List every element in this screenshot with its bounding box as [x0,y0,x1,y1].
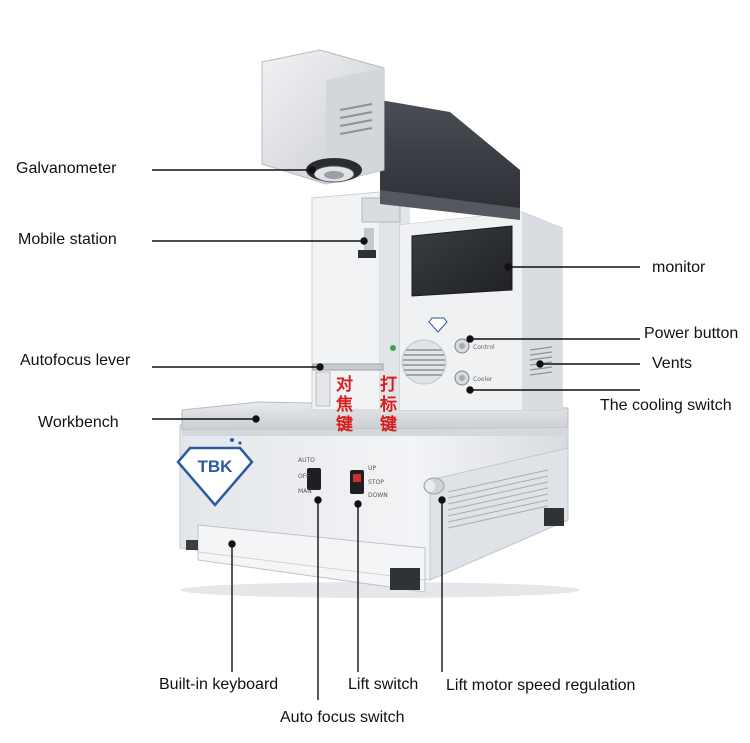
label-autofocus-lever: Autofocus lever [20,352,131,369]
svg-text:Cooler: Cooler [473,376,493,383]
svg-text:UP: UP [368,465,376,472]
svg-text:MAN: MAN [298,488,312,495]
label-lift-switch: Lift switch [348,676,419,693]
tbk-logo-text: TBK [198,457,234,476]
laser-arm [380,100,520,220]
label-monitor: monitor [652,259,706,276]
monitor-screen [411,225,513,297]
mark-button-text: 打 标 键 [380,374,397,435]
base-cabinet [179,424,569,593]
galvanometer-head [261,49,385,185]
svg-text:键: 键 [336,414,353,435]
svg-text:键: 键 [380,414,397,435]
lift-switch-body: UP STOP DOWN [350,465,388,499]
auto-focus-switch-body: AUTO OFF MAN [298,457,321,495]
floor-shadow [180,582,580,598]
svg-text:焦: 焦 [335,394,353,415]
svg-text:Control: Control [473,344,495,351]
label-power-button: Power button [644,325,739,342]
svg-text:STOP: STOP [368,479,384,486]
focus-button-text: 对 焦 键 [335,374,353,435]
speed-knob [423,477,445,495]
label-mobile-station: Mobile station [18,231,117,248]
svg-text:对: 对 [336,374,353,395]
leader-lines [152,166,640,700]
label-builtin-keyboard: Built-in keyboard [159,676,279,693]
label-auto-focus-switch: Auto focus switch [280,709,405,726]
svg-text:OFF: OFF [298,473,310,480]
label-workbench: Workbench [38,414,119,431]
svg-text:打: 打 [380,374,397,395]
svg-text:AUTO: AUTO [298,457,315,464]
console-cabinet: Control Cooler [390,211,563,411]
svg-text:DOWN: DOWN [368,492,388,499]
label-lift-motor: Lift motor speed regulation [446,677,636,694]
label-cooling-switch: The cooling switch [600,397,732,414]
svg-text:标: 标 [380,394,397,415]
label-galvanometer: Galvanometer [16,160,117,177]
tbk-logo: TBK [176,438,254,507]
speaker-grille [401,339,447,385]
label-vents: Vents [652,355,693,372]
